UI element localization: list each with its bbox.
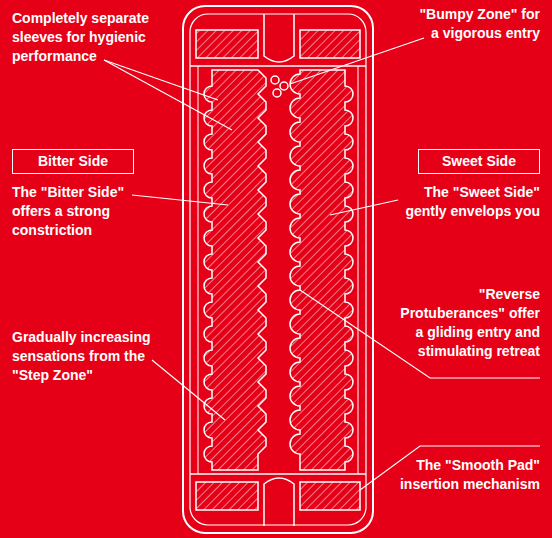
callout-label: The "Bitter Side" offers a strong constr… [12,183,157,240]
housing [183,6,373,533]
callout-label: "Bumpy Zone" for a vigorous entry [414,5,540,43]
leader-lines [104,38,540,490]
callout-label: Completely separate sleeves for hygienic… [12,9,187,66]
sweet-sleeve [290,70,353,470]
callout-label: The "Sweet Side" gently envelops you [395,183,540,221]
side-box: Sweet Side [418,149,540,174]
end-caps [196,14,360,526]
side-title: Sweet Side [419,152,539,170]
callout-label: Gradually increasing sensations from the… [12,328,172,385]
callout-label: "Reverse Protuberances" offer a gliding … [392,285,540,361]
callout-label: The "Smooth Pad" insertion mechanism [392,456,540,494]
bumpy-zone [271,76,288,97]
side-box: Bitter Side [12,149,134,174]
side-title: Bitter Side [13,152,133,170]
